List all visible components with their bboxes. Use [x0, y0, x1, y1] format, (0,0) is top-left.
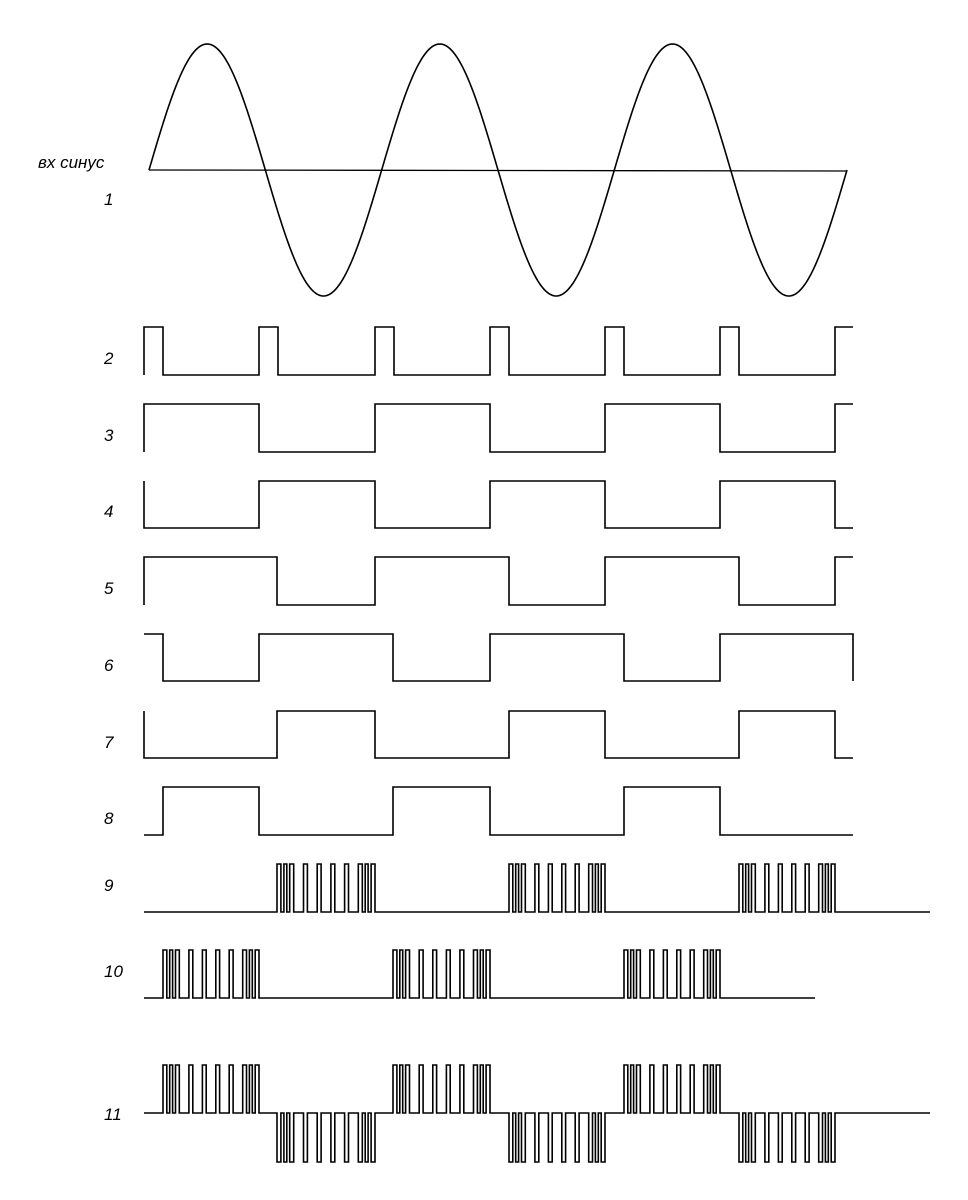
label-trace-11: 11	[104, 1105, 122, 1124]
label-trace-7: 7	[104, 733, 114, 752]
input-sine-wave	[148, 43, 848, 297]
trace-11-waveform	[144, 1064, 930, 1163]
label-trace-10: 10	[104, 962, 123, 981]
label-trace-6: 6	[104, 656, 114, 675]
label-trace-8: 8	[104, 809, 114, 828]
trace-5-waveform	[143, 556, 853, 606]
label-trace-5: 5	[104, 579, 114, 598]
trace-8-waveform	[144, 786, 853, 836]
trace-4-waveform	[143, 480, 853, 529]
trace-3-waveform	[143, 403, 853, 453]
label-trace-2: 2	[103, 349, 114, 368]
trace-9-waveform	[144, 863, 930, 913]
label-trace-1: 1	[104, 190, 113, 209]
trace-6-waveform	[144, 633, 854, 682]
label-trace-3: 3	[104, 426, 114, 445]
trace-10-waveform	[144, 949, 815, 999]
label-trace-4: 4	[104, 502, 113, 521]
label-trace-9: 9	[104, 876, 114, 895]
label-input-sine: вх синус	[38, 153, 105, 172]
trace-2-waveform	[143, 326, 853, 376]
trace-7-waveform	[143, 710, 853, 759]
